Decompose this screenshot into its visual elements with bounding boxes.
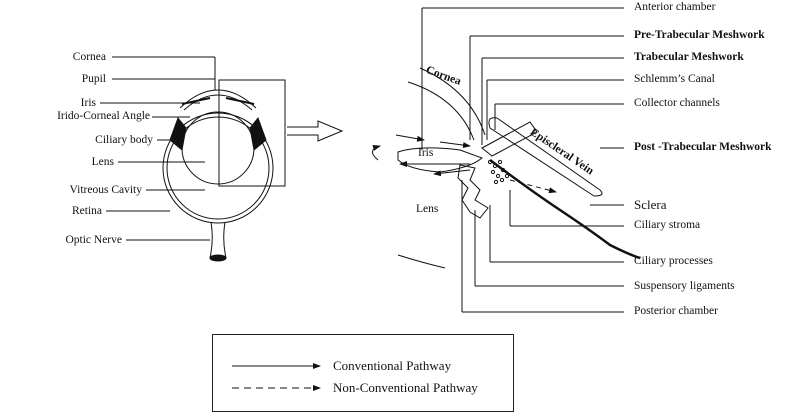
legend-non-conventional: Non-Conventional Pathway — [333, 380, 478, 395]
lens-shape — [181, 111, 255, 185]
globe-inner — [166, 116, 270, 220]
lens-curve — [397, 254, 446, 269]
zoom-arrow — [287, 120, 344, 142]
label-anterior-chamber: Anterior chamber — [634, 1, 716, 13]
label-sclera: Sclera — [634, 197, 667, 212]
label-pre-trabecular: Pre-Trabecular Meshwork — [634, 29, 765, 41]
ciliary-right — [249, 116, 267, 151]
right-detail — [372, 7, 641, 313]
legend-conventional: Conventional Pathway — [333, 358, 452, 373]
label-optic-nerve: Optic Nerve — [65, 234, 122, 246]
sclera-edge — [489, 158, 641, 260]
cornea-arc — [179, 89, 257, 109]
label-post-trabecular: Post -Trabecular Meshwork — [634, 141, 772, 153]
trabecular-body — [481, 121, 538, 157]
label-ciliary-processes: Ciliary processes — [634, 255, 713, 267]
cornea-inner-arc — [183, 94, 253, 111]
label-ciliary-stroma: Ciliary stroma — [634, 219, 701, 231]
label-cornea: Cornea — [72, 51, 106, 63]
label-retina: Retina — [71, 205, 102, 217]
label-suspensory-ligaments: Suspensory ligaments — [634, 280, 735, 292]
ciliary-dots — [487, 159, 510, 185]
inset-box — [218, 79, 286, 187]
label-irido-corneal-angle: Irido-Corneal Angle — [57, 110, 150, 122]
legend-lines — [232, 363, 321, 391]
label-pupil: Pupil — [81, 73, 106, 85]
iris-right — [225, 97, 255, 105]
legend-box — [212, 334, 514, 412]
label-collector-channels: Collector channels — [634, 97, 720, 109]
label-iris: Iris — [80, 97, 96, 109]
ciliary-left — [169, 116, 187, 151]
optic-nerve-shape — [209, 221, 227, 259]
label-ciliary-body: Ciliary body — [95, 134, 153, 146]
vein-end — [593, 189, 603, 197]
label-schlemms-canal: Schlemm’s Canal — [634, 73, 715, 85]
cornea-curve-2 — [407, 81, 475, 141]
globe-outer — [162, 112, 274, 224]
label-vitreous-cavity: Vitreous Cavity — [69, 184, 142, 196]
left-eye — [100, 56, 344, 262]
ciliary-jagged — [457, 164, 489, 219]
vein-tube — [489, 117, 601, 197]
label-trabecular: Trabecular Meshwork — [634, 51, 744, 63]
inline-lens: Lens — [416, 203, 439, 215]
iris-shape — [397, 147, 483, 173]
label-posterior-chamber: Posterior chamber — [634, 305, 718, 317]
label-lens: Lens — [91, 156, 114, 168]
inline-iris: Iris — [418, 147, 434, 159]
